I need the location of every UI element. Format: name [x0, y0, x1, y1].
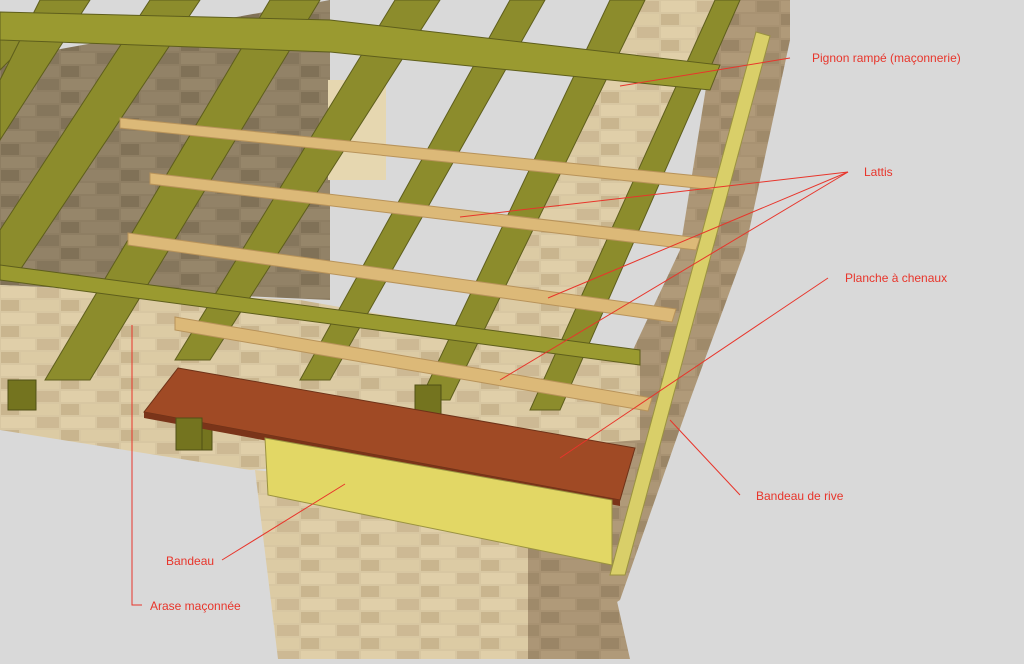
- label-pignon-rampe: Pignon rampé (maçonnerie): [812, 51, 961, 65]
- label-lattis: Lattis: [864, 165, 893, 179]
- fascia-board: [264, 437, 613, 566]
- label-bandeau-rive: Bandeau de rive: [756, 489, 844, 503]
- label-bandeau: Bandeau: [166, 554, 215, 568]
- pillar-side: [528, 545, 630, 659]
- purlins: [0, 11, 721, 366]
- label-arase-maconnee: Arase maçonnée: [150, 599, 241, 613]
- leader-lines: [131, 57, 849, 606]
- label-planche-chenaux: Planche à chenaux: [845, 271, 948, 285]
- verge-board: [609, 31, 771, 576]
- laths: [119, 117, 719, 412]
- gable-wall-top: [440, 0, 720, 400]
